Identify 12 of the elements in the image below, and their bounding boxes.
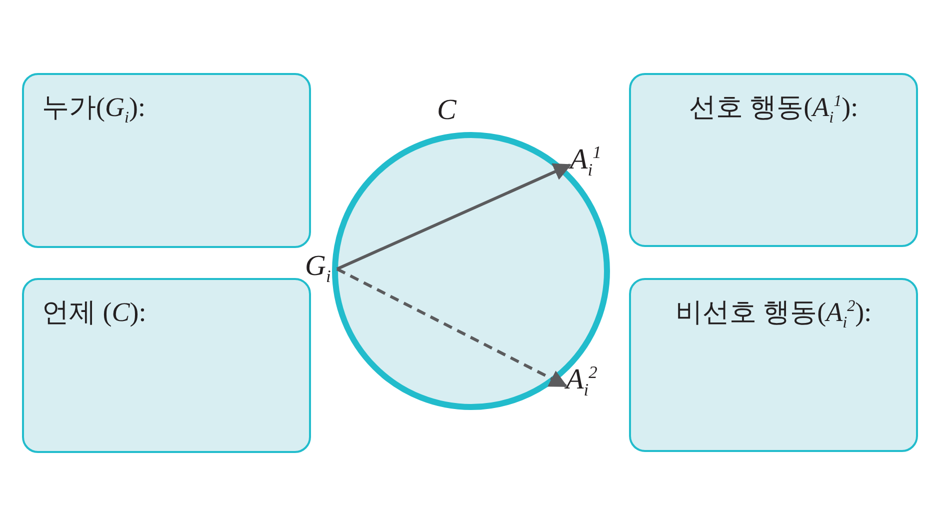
box-heading: 누가(G$_{i}$): (42, 91, 146, 128)
text-box (629, 73, 918, 247)
text-box (629, 278, 918, 452)
arrow (336, 163, 572, 270)
box-heading: 선호 행동(A$_{i}$$^{1}$): (688, 91, 860, 128)
text-box (22, 73, 311, 248)
box-heading: 언제 (C): (42, 296, 146, 329)
text-box (22, 278, 311, 453)
arrow (336, 268, 568, 388)
circle-label: C (437, 94, 456, 127)
box-heading: 비선호 행동(A$_{i}$$^{2}$): (674, 296, 873, 332)
point-label: G$_{i}$ (305, 250, 337, 284)
